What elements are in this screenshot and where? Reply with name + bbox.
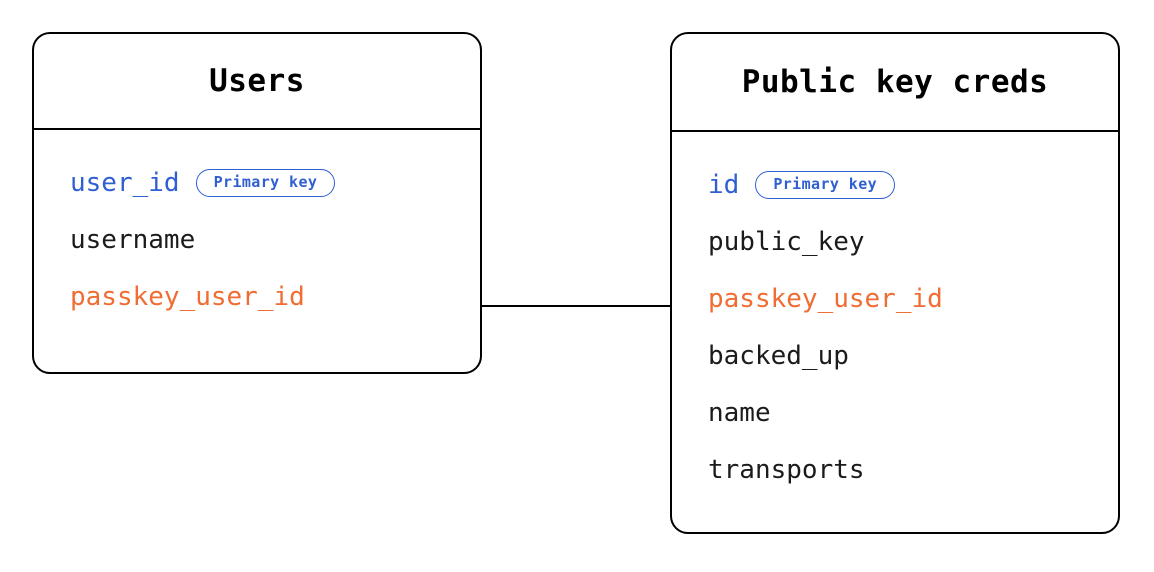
entity-users-title: Users — [34, 34, 480, 130]
entity-users[interactable]: Users user_id Primary key username passk… — [32, 32, 482, 374]
field-name-passkey-user-id: passkey_user_id — [70, 281, 305, 312]
entity-public-key-creds[interactable]: Public key creds id Primary key public_k… — [670, 32, 1120, 534]
field-row-transports[interactable]: transports — [708, 441, 1092, 498]
entity-users-field-list: user_id Primary key username passkey_use… — [34, 130, 480, 372]
field-row-name[interactable]: name — [708, 384, 1092, 441]
field-row-username[interactable]: username — [70, 211, 454, 268]
field-name-name: name — [708, 397, 771, 428]
field-name-backed-up: backed_up — [708, 340, 849, 371]
primary-key-badge: Primary key — [755, 170, 896, 199]
field-name-passkey-user-id: passkey_user_id — [708, 283, 943, 314]
field-name-id: id — [708, 169, 740, 200]
field-row-passkey-user-id[interactable]: passkey_user_id — [708, 270, 1092, 327]
field-row-public-key[interactable]: public_key — [708, 213, 1092, 270]
entity-public-key-creds-field-list: id Primary key public_key passkey_user_i… — [672, 132, 1118, 532]
field-row-backed-up[interactable]: backed_up — [708, 327, 1092, 384]
field-name-transports: transports — [708, 454, 865, 485]
field-row-id[interactable]: id Primary key — [708, 156, 1092, 213]
relationship-line-users-to-public-key-creds — [482, 305, 672, 307]
entity-public-key-creds-title: Public key creds — [672, 34, 1118, 132]
field-name-username: username — [70, 224, 196, 255]
field-name-public-key: public_key — [708, 226, 865, 257]
field-name-user-id: user_id — [70, 167, 180, 198]
field-row-passkey-user-id[interactable]: passkey_user_id — [70, 268, 454, 325]
field-row-user-id[interactable]: user_id Primary key — [70, 154, 454, 211]
primary-key-badge: Primary key — [195, 168, 336, 197]
